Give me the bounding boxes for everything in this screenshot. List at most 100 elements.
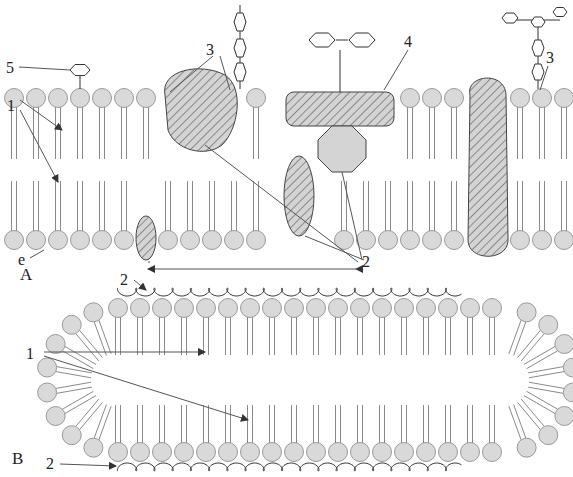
lipid-tail: [214, 181, 215, 231]
polymer-coat: [117, 463, 461, 471]
lipid-head: [62, 315, 81, 334]
lipid-tail: [341, 181, 342, 231]
lipid-tail: [38, 107, 39, 159]
lipid-head: [241, 299, 260, 318]
lipid-tail: [203, 317, 204, 355]
lipid-tail: [159, 317, 160, 355]
lipid-tail: [318, 405, 319, 443]
lipid-head: [379, 231, 398, 250]
sugar-ring: [531, 17, 545, 27]
lipid-tail: [62, 351, 93, 369]
lipid-tail: [522, 181, 523, 231]
lipid-tail: [494, 317, 495, 355]
protein: [468, 78, 508, 256]
lipid-tail: [434, 181, 435, 231]
lipid-head: [93, 89, 112, 108]
lipid-head: [197, 299, 216, 318]
lipid-head: [131, 443, 150, 462]
lipid-head: [395, 443, 414, 462]
lipid-head: [153, 299, 172, 318]
lipid-tail: [401, 405, 402, 443]
lipid-head: [517, 303, 536, 322]
lipid-tail: [489, 405, 490, 443]
lipid-head: [439, 443, 458, 462]
lipid-head: [329, 443, 348, 462]
lipid-head: [285, 443, 304, 462]
callout-number: 2: [120, 272, 128, 288]
lipid-tail: [522, 107, 523, 159]
lipid-tail: [181, 317, 182, 355]
sugar-ring: [349, 33, 375, 47]
leader-line: [384, 50, 408, 90]
lipid-tail: [429, 181, 430, 231]
lipid-head: [373, 443, 392, 462]
lipid-head: [263, 443, 282, 462]
lipid-tail: [313, 317, 314, 355]
lipid-head: [483, 299, 502, 318]
sugar-ring: [234, 39, 246, 57]
lipid-tail: [434, 107, 435, 159]
lipid-tail: [99, 320, 111, 354]
lipid-tail: [231, 181, 232, 231]
lipid-head: [84, 438, 103, 457]
lipid-tail: [142, 405, 143, 443]
lipid-tail: [379, 405, 380, 443]
leader-line: [44, 352, 205, 353]
lipid-head: [197, 443, 216, 462]
lipid-tail: [379, 317, 380, 355]
lipid-tail: [385, 181, 386, 231]
lipid-head: [511, 231, 530, 250]
lipid-tail: [412, 181, 413, 231]
lipid-tail: [82, 181, 83, 231]
lipid-head: [351, 299, 370, 318]
lipid-tail: [94, 405, 106, 439]
lipid-tail: [467, 317, 468, 355]
lipid-tail: [99, 107, 100, 159]
lipid-tail: [363, 181, 364, 231]
lipid-tail: [104, 181, 105, 231]
lipid-head: [241, 443, 260, 462]
lipid-head: [307, 299, 326, 318]
leader-line: [220, 56, 230, 90]
leader-line: [20, 100, 62, 130]
lipid-tail: [423, 405, 424, 443]
lipid-head: [175, 299, 194, 318]
sugar-ring: [234, 13, 246, 31]
sugar-ring: [532, 40, 544, 56]
lipid-head: [181, 231, 200, 250]
lipid-tail: [187, 181, 188, 231]
lipid-tail: [170, 181, 171, 231]
callout-number: 5: [6, 60, 14, 76]
lipid-tail: [126, 181, 127, 231]
lipid-head: [555, 335, 573, 354]
lipid-tail: [258, 107, 259, 159]
lipid-tail: [521, 399, 544, 427]
lipid-tail: [528, 367, 563, 373]
lipid-tail: [203, 405, 204, 443]
leader-line: [205, 145, 358, 262]
lipid-tail: [340, 405, 341, 443]
lipid-tail: [208, 405, 209, 443]
lipid-tail: [362, 317, 363, 355]
lipid-tail: [225, 317, 226, 355]
lipid-head: [38, 358, 57, 377]
lipid-head: [483, 443, 502, 462]
lipid-tail: [527, 391, 558, 409]
lipid-head: [219, 299, 238, 318]
lipid-head: [401, 89, 420, 108]
leader-line: [60, 464, 116, 466]
lipid-head: [263, 299, 282, 318]
lipid-tail: [407, 181, 408, 231]
lipid-head: [439, 299, 458, 318]
lipid-head: [49, 231, 68, 250]
lipid-tail: [33, 181, 34, 231]
leader-line: [44, 356, 248, 420]
lipid-tail: [165, 181, 166, 231]
lipid-head: [307, 443, 326, 462]
lipid-tail: [11, 181, 12, 231]
lipid-tail: [258, 181, 259, 231]
lipid-head: [38, 383, 57, 402]
lipid-head: [285, 299, 304, 318]
lipid-tail: [236, 181, 237, 231]
lipid-head: [511, 89, 530, 108]
